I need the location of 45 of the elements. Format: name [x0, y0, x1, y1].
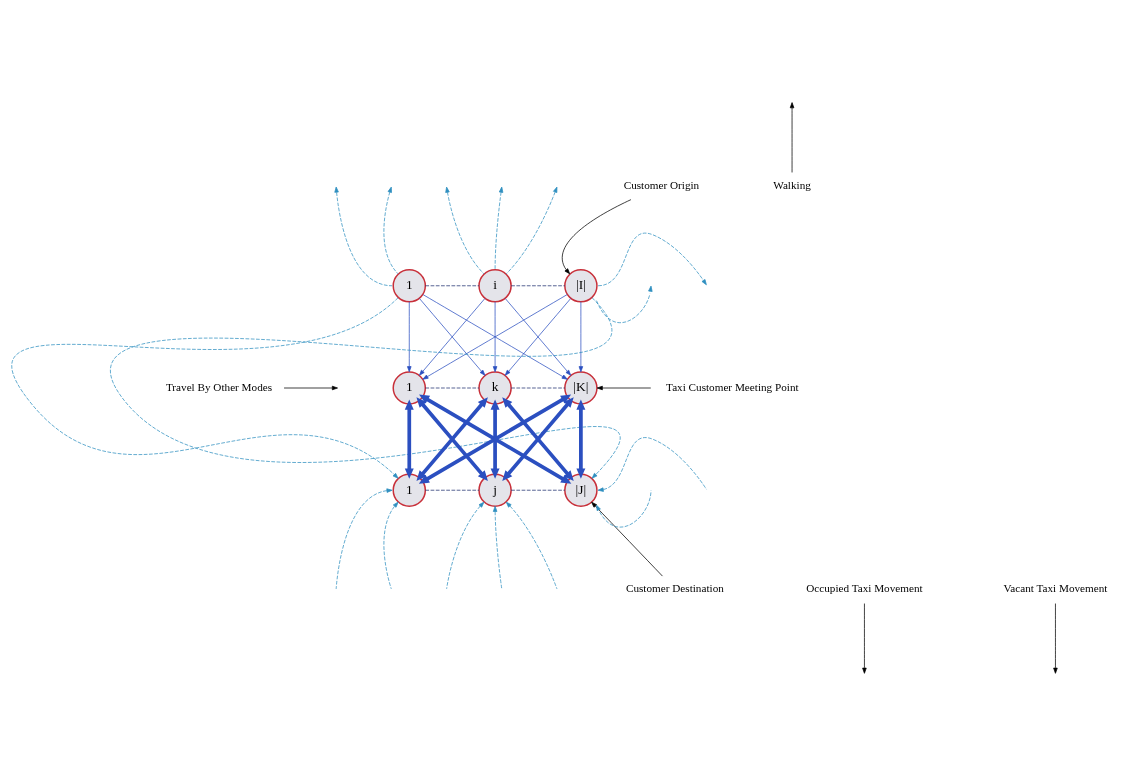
node-text: Customer Destination: [625, 582, 724, 595]
arrow: [597, 437, 707, 492]
arrow: [422, 294, 568, 380]
arrow: [446, 501, 485, 590]
arrow: [596, 490, 652, 528]
arrow: [283, 385, 338, 391]
arrow: [419, 298, 486, 376]
arrow: [334, 186, 393, 287]
arrow: [1053, 603, 1058, 674]
arrow: [505, 186, 558, 275]
arrow: [383, 501, 399, 590]
node-text: Customer Origin: [623, 178, 700, 191]
arrow: [561, 199, 632, 275]
arrow: [504, 298, 572, 376]
arrow: [492, 505, 503, 590]
arrow: [596, 285, 653, 324]
arrow: [445, 186, 485, 275]
arrow: [505, 501, 558, 590]
node-text: Walking: [773, 178, 811, 191]
node-circle: i: [478, 269, 512, 303]
node-text: Occupied Taxi Movement: [806, 582, 923, 595]
arrow: [862, 603, 867, 674]
arrow: [12, 297, 399, 479]
arrow: [109, 297, 619, 479]
connector: [425, 489, 480, 491]
arrow: [490, 399, 500, 479]
arrow: [597, 232, 707, 287]
arrow: [335, 488, 393, 590]
arrow: [789, 102, 795, 173]
node-text: Taxi Customer Meeting Point: [666, 380, 799, 393]
arrow: [407, 301, 412, 373]
arrow: [383, 186, 399, 275]
node-circle: 1: [392, 269, 427, 303]
arrow: [578, 301, 584, 373]
arrow: [596, 385, 652, 391]
node-text: Vacant Taxi Movement: [1003, 582, 1108, 595]
arrow: [591, 501, 663, 577]
arrow: [502, 397, 574, 482]
node-text: Travel By Other Modes: [165, 380, 273, 393]
arrow: [416, 397, 488, 482]
arrow: [404, 399, 414, 479]
arrow: [494, 186, 504, 271]
arrow: [492, 301, 498, 373]
connector: [425, 285, 480, 287]
arrow: [576, 399, 586, 479]
